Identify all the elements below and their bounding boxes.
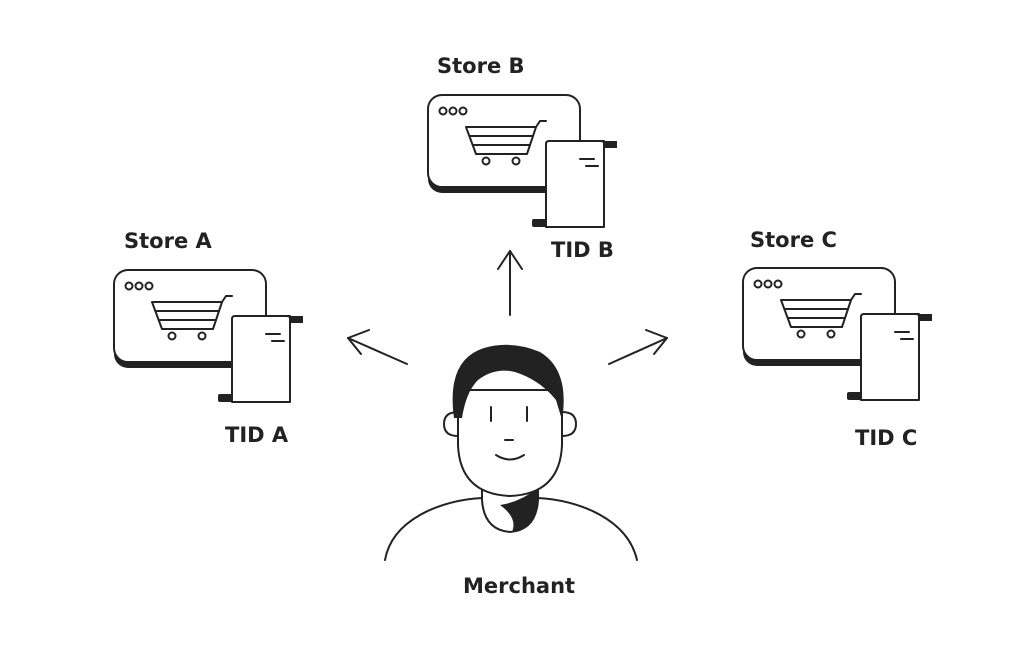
store-a-icon xyxy=(113,269,304,403)
merchant-person-icon xyxy=(384,344,638,561)
store-a-tid-label: TID A xyxy=(225,423,289,447)
store-b-tid-label: TID B xyxy=(551,238,614,262)
store-a-label: Store A xyxy=(124,229,212,253)
arrow-to-store-c xyxy=(608,329,668,365)
store-b-label: Store B xyxy=(437,54,525,78)
store-c-label: Store C xyxy=(750,228,837,252)
store-b-icon xyxy=(427,94,618,228)
store-c-icon xyxy=(742,267,933,401)
store-c-tid-label: TID C xyxy=(855,426,918,450)
merchant-label: Merchant xyxy=(463,574,576,598)
arrow-to-store-a xyxy=(347,329,408,365)
arrow-to-store-b xyxy=(497,250,523,316)
